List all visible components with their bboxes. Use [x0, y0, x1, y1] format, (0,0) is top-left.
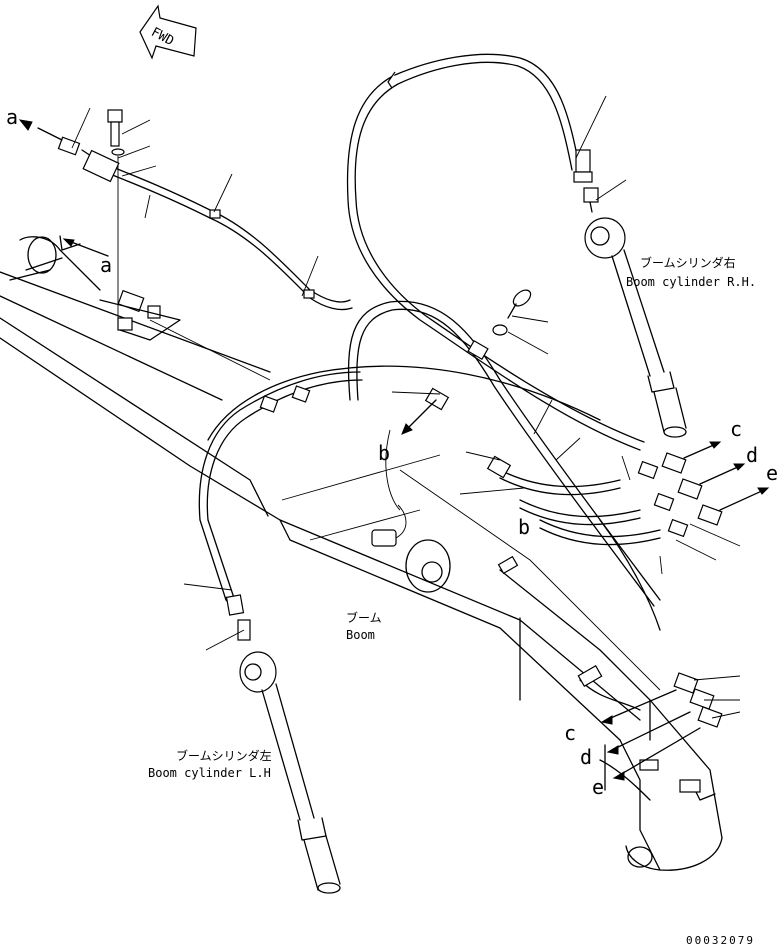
boom-cylinder-lh-label-en: Boom cylinder L.H — [148, 766, 271, 780]
callout-c-upper: c — [730, 417, 742, 441]
boom-label-en: Boom — [346, 628, 375, 642]
fwd-arrow-icon: FWD — [139, 4, 197, 60]
callout-b-left: b — [378, 441, 390, 465]
callout-b-center: b — [518, 515, 530, 539]
callout-c-lower: c — [564, 721, 576, 745]
bolt-center — [492, 289, 532, 336]
callout-d-upper: d — [746, 443, 758, 467]
leader-lines — [71, 95, 741, 719]
callout-a-foot: a — [100, 253, 112, 277]
boom-label-jp: ブーム — [346, 610, 382, 625]
callout-e-lower: e — [592, 775, 604, 799]
boom-pin-boss — [371, 504, 451, 593]
hose-left-lh — [198, 371, 363, 609]
fittings-cde-upper — [637, 441, 770, 538]
arrow-b — [401, 399, 437, 435]
callout-d-lower: d — [580, 745, 592, 769]
clamp-bracket-left — [99, 289, 271, 381]
boom-cylinder-lh — [225, 594, 341, 894]
drawing-number: 00032079 — [686, 934, 755, 947]
hose-bundle-right — [499, 469, 661, 546]
boom-cylinder-lh-label-jp: ブームシリンダ左 — [176, 748, 272, 763]
bolt-top-left — [82, 109, 125, 330]
callout-a-left: a — [6, 105, 18, 129]
boom-cylinder-rh-label-jp: ブームシリンダ右 — [640, 255, 736, 270]
fittings-cde-lower — [600, 672, 723, 781]
boom-foot — [9, 235, 109, 291]
fitting-rh-cylinder — [573, 149, 599, 213]
boom-cylinder-rh — [584, 217, 687, 438]
boom-body — [0, 271, 723, 871]
boom-cylinder-rh-label-en: Boom cylinder R.H. — [626, 275, 756, 289]
hose-top-left — [99, 161, 353, 311]
hose-side-b — [385, 429, 661, 691]
fitting-a — [18, 119, 101, 163]
callout-e-upper: e — [766, 461, 778, 485]
